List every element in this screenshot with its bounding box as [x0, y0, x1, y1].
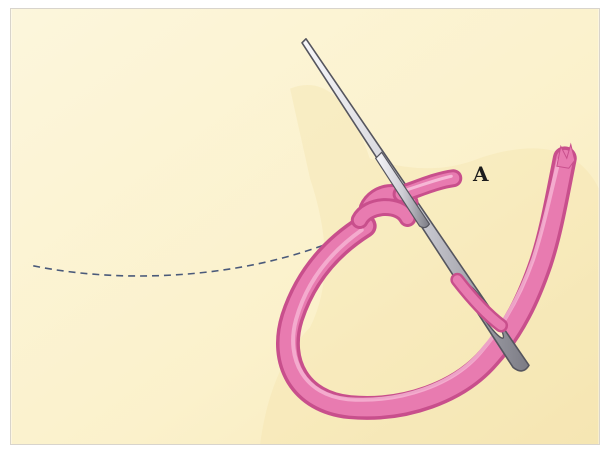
illustration-frame — [10, 8, 600, 445]
french-knot-illustration — [11, 9, 599, 444]
point-a-label: A — [473, 164, 489, 184]
